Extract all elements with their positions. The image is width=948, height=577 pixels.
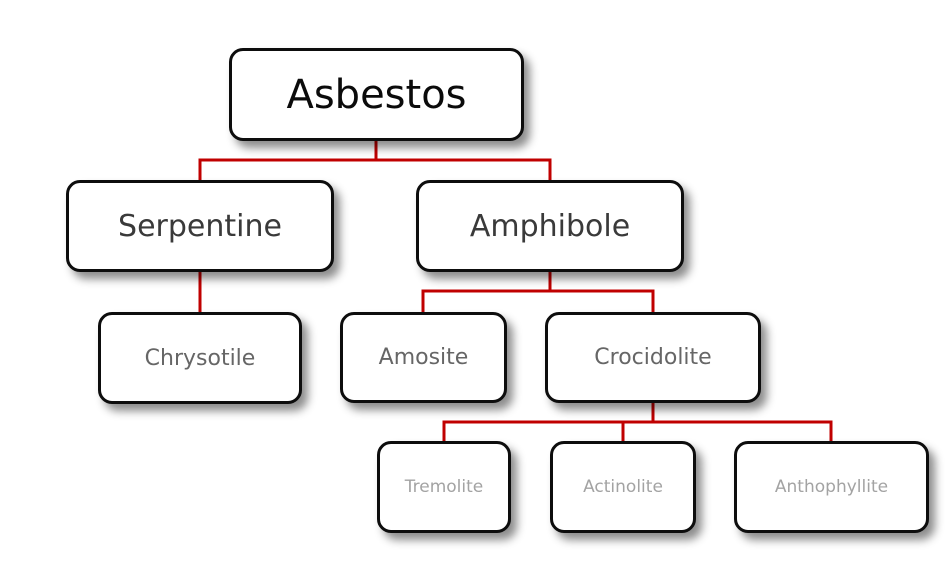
node-serpentine: Serpentine (66, 180, 334, 272)
node-label: Asbestos (286, 71, 467, 118)
node-amosite: Amosite (340, 312, 507, 403)
node-label: Tremolite (404, 477, 484, 497)
node-label: Anthophyllite (774, 477, 889, 497)
node-chrysotile: Chrysotile (98, 312, 302, 404)
node-label: Chrysotile (144, 345, 256, 371)
node-crocidolite: Crocidolite (545, 312, 761, 403)
node-tremolite: Tremolite (377, 441, 511, 533)
node-label: Serpentine (118, 208, 282, 244)
edge-asbestos-amphibole (374, 158, 552, 182)
edge-asbestos-serpentine (198, 139, 378, 182)
node-label: Amosite (378, 345, 469, 370)
node-asbestos: Asbestos (229, 48, 524, 141)
edge-amphibole-amosite (421, 270, 552, 314)
node-anthophyllite: Anthophyllite (734, 441, 929, 533)
edge-crocidolite-anthophyllite (651, 420, 833, 443)
node-label: Crocidolite (594, 345, 712, 370)
edge-crocidolite-actinolite (621, 420, 655, 443)
edge-crocidolite-tremolite (442, 401, 655, 443)
node-label: Amphibole (469, 208, 631, 244)
edge-amphibole-crocidolite (548, 289, 655, 314)
node-label: Actinolite (583, 477, 663, 497)
node-amphibole: Amphibole (416, 180, 684, 272)
node-actinolite: Actinolite (550, 441, 696, 533)
